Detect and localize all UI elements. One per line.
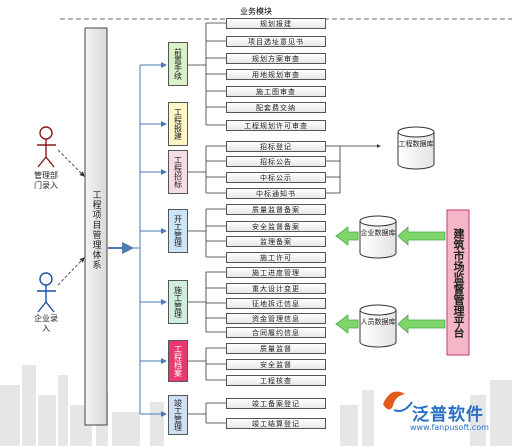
phase-bidding[interactable]: 工程招标 bbox=[168, 150, 188, 194]
platform-box bbox=[446, 209, 470, 356]
item-safety-supervision[interactable]: 安全监督 bbox=[226, 359, 326, 370]
central-system-label: 工程项目管理体系 bbox=[90, 190, 101, 270]
item-completion-filing[interactable]: 竣工备案登记 bbox=[226, 398, 326, 409]
item-quality-filing[interactable]: 质量监督备案 bbox=[226, 204, 326, 215]
actor-link-management bbox=[57, 149, 85, 177]
phase-branches bbox=[140, 62, 167, 417]
phase-label: 施工管理 bbox=[173, 286, 183, 318]
phase-label: 前置手续 bbox=[173, 48, 183, 80]
skyline-background bbox=[0, 365, 512, 446]
item-planning-registration[interactable]: 规划报建 bbox=[226, 18, 326, 29]
item-design-change[interactable]: 重大设计变更 bbox=[226, 283, 326, 294]
item-connectors bbox=[188, 22, 226, 424]
phase-start[interactable]: 开工管理 bbox=[168, 209, 188, 253]
item-land-review[interactable]: 用地规划审查 bbox=[226, 69, 326, 80]
db-links bbox=[326, 144, 381, 194]
item-funds[interactable]: 资金管理信息 bbox=[226, 313, 326, 324]
header-title: 业务模块 bbox=[240, 6, 272, 16]
item-winner-notice[interactable]: 中标通知书 bbox=[226, 188, 326, 199]
db-engineering-label: 工程数据库 bbox=[398, 140, 434, 148]
phase-registration[interactable]: 工程报建 bbox=[168, 102, 188, 146]
actor-enterprise bbox=[37, 272, 56, 313]
phase-completion[interactable]: 竣工管理 bbox=[168, 395, 188, 435]
item-permit-review[interactable]: 工程规划许可审查 bbox=[226, 120, 326, 131]
phase-archive[interactable]: 工程档案 bbox=[168, 340, 188, 382]
phase-label: 工程档案 bbox=[173, 345, 183, 377]
db-personnel-label: 人员数据库 bbox=[360, 318, 396, 326]
logo bbox=[383, 391, 413, 412]
actor-link-enterprise bbox=[57, 257, 85, 286]
item-winner-public[interactable]: 中标公示 bbox=[226, 172, 326, 183]
item-supervision-filing[interactable]: 监理备案 bbox=[226, 236, 326, 247]
actor-management-label: 管理部门录入 bbox=[34, 171, 58, 190]
central-system-box bbox=[84, 27, 108, 426]
item-engineering-check[interactable]: 工程核查 bbox=[226, 375, 326, 386]
item-quality-supervision[interactable]: 质量监督 bbox=[226, 343, 326, 354]
db-enterprise-label: 企业数据库 bbox=[360, 229, 396, 237]
database-engineering bbox=[397, 126, 435, 170]
logo-url: www.fanpusoft.com bbox=[410, 423, 489, 432]
item-settlement[interactable]: 竣工结算登记 bbox=[226, 418, 326, 429]
phase-construction[interactable]: 施工管理 bbox=[168, 280, 188, 324]
phase-label: 工程招标 bbox=[173, 156, 183, 188]
phase-label: 竣工管理 bbox=[173, 399, 183, 431]
logo-icon bbox=[383, 391, 405, 410]
item-contract[interactable]: 合同履约信息 bbox=[226, 327, 326, 338]
item-construction-permit[interactable]: 施工许可 bbox=[226, 252, 326, 263]
logo-text: 泛普软件 bbox=[412, 405, 484, 425]
item-plan-review[interactable]: 规划方案审查 bbox=[226, 53, 326, 64]
actor-management bbox=[37, 126, 56, 168]
item-fee-payment[interactable]: 配套费交纳 bbox=[226, 102, 326, 113]
item-progress[interactable]: 施工进度管理 bbox=[226, 267, 326, 278]
item-bid-registration[interactable]: 招标登记 bbox=[226, 141, 326, 152]
actor-enterprise-label: 企业录入 bbox=[34, 314, 58, 333]
item-land-demolition[interactable]: 征地拆迁信息 bbox=[226, 298, 326, 309]
phase-label: 开工管理 bbox=[173, 215, 183, 247]
database-enterprise bbox=[359, 215, 397, 259]
item-safety-filing[interactable]: 安全监督备案 bbox=[226, 221, 326, 232]
item-bid-announcement[interactable]: 招标公告 bbox=[226, 156, 326, 167]
item-site-opinion[interactable]: 项目选址意见书 bbox=[226, 36, 326, 47]
green-arrows bbox=[335, 226, 446, 334]
item-drawing-review[interactable]: 施工图审查 bbox=[226, 86, 326, 97]
phase-front-procedures[interactable]: 前置手续 bbox=[168, 42, 188, 86]
database-personnel bbox=[359, 304, 397, 348]
phase-label: 工程报建 bbox=[173, 108, 183, 140]
platform-label: 建筑市场监督管理平台 bbox=[452, 227, 465, 338]
